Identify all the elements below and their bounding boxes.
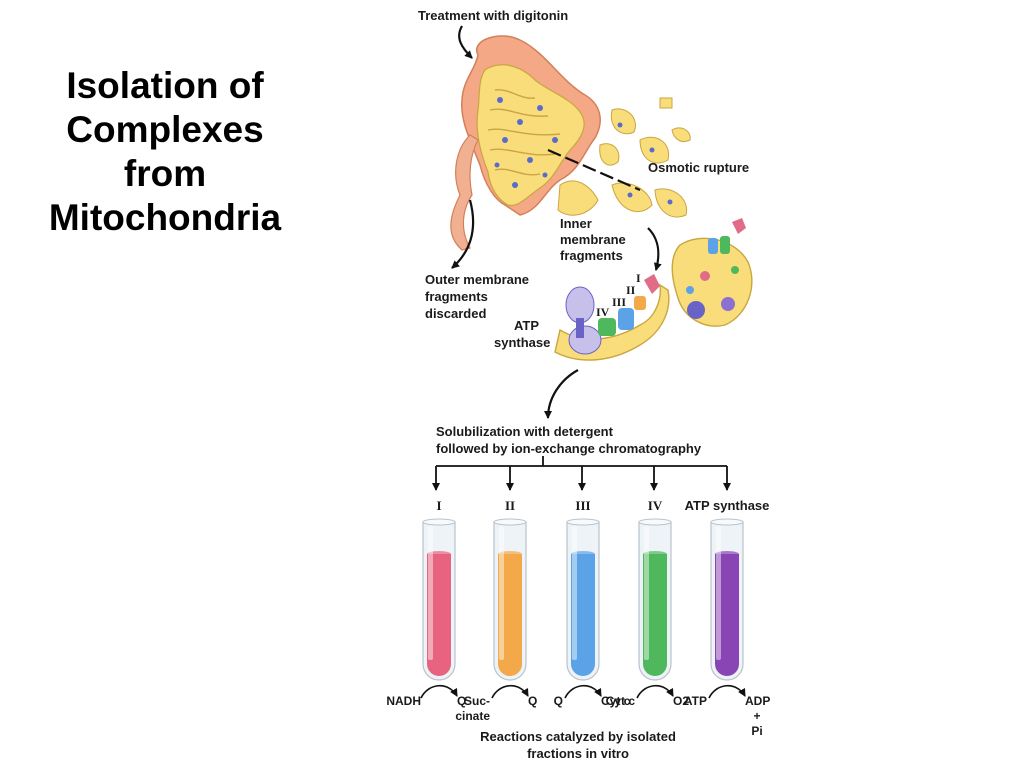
arrow-osmotic	[547, 148, 641, 192]
reaction-product: O2	[673, 694, 689, 708]
label-outer-3: discarded	[425, 306, 486, 321]
cristae-lines	[487, 89, 561, 176]
arrow-digitonin	[458, 25, 473, 59]
tube-highlight	[428, 526, 433, 660]
caption-2: fractions in vitro	[527, 746, 629, 761]
label-complex-ii: II	[626, 283, 636, 297]
label-osmotic-rupture: Osmotic rupture	[648, 160, 749, 175]
reaction-product-pi: Pi	[751, 724, 762, 738]
tube-label: III	[575, 498, 590, 513]
tube-1: I NADH Q	[386, 498, 466, 708]
liquid-meniscus	[571, 551, 595, 557]
reaction-substrate: ATP	[684, 694, 707, 708]
tube-label: IV	[648, 498, 663, 513]
label-atp-2: synthase	[494, 335, 550, 350]
reaction-product: ADP	[745, 694, 770, 708]
arrow-outer-membrane	[451, 199, 475, 269]
reaction-arrow	[491, 684, 529, 699]
tube-rim	[422, 518, 456, 526]
tube-liquid	[498, 554, 522, 676]
label-outer-2: fragments	[425, 289, 488, 304]
reaction-substrate: Suc-	[464, 694, 490, 708]
reaction-product: Q	[528, 694, 537, 708]
reaction-arrow	[636, 684, 674, 699]
title-line-4: Mitochondria	[48, 197, 282, 238]
title-line-2: Complexes	[66, 109, 264, 150]
tube-highlight	[572, 526, 577, 660]
reaction-product: Cyt c	[601, 694, 631, 708]
tube-label: ATP synthase	[685, 498, 770, 513]
reaction-substrate: Cyt c	[606, 694, 636, 708]
tube-4: IV Cyt c O2	[606, 498, 690, 708]
label-inner-3: fragments	[560, 248, 623, 263]
tube-rim	[493, 518, 527, 526]
label-atp-1: ATP	[514, 318, 539, 333]
tube-rim	[638, 518, 672, 526]
reaction-arrow	[564, 684, 602, 699]
tube-liquid	[715, 554, 739, 676]
label-outer-1: Outer membrane	[425, 272, 529, 287]
outer-membrane-fold	[450, 134, 479, 251]
title-line-1: Isolation of	[66, 65, 264, 106]
tube-rim	[566, 518, 600, 526]
label-solub-2: followed by ion-exchange chromatography	[436, 441, 702, 456]
tube-liquid	[643, 554, 667, 676]
protein-dots	[494, 97, 558, 188]
label-complex-iii: III	[612, 295, 626, 309]
arrow-inner-fragments	[647, 227, 662, 271]
liquid-meniscus	[498, 551, 522, 557]
title-line-3: from	[123, 153, 207, 194]
tube-highlight	[644, 526, 649, 660]
label-inner-1: Inner	[560, 216, 592, 231]
tube-liquid	[571, 554, 595, 676]
reaction-arrow	[420, 684, 458, 699]
reaction-arrow	[708, 684, 746, 699]
distribution-arrows	[432, 456, 731, 491]
tube-3: III Q Cyt c	[554, 498, 631, 708]
inner-membrane-vesicle	[671, 218, 753, 327]
tube-highlight	[716, 526, 721, 660]
arrow-solubilization	[544, 369, 579, 419]
slide-title: Isolation of Complexes from Mitochondria	[20, 64, 310, 240]
tube-liquid	[427, 554, 451, 676]
caption-1: Reactions catalyzed by isolated	[480, 729, 676, 744]
tube-label: II	[505, 498, 515, 513]
liquid-meniscus	[643, 551, 667, 557]
tube-label: I	[436, 498, 441, 513]
liquid-meniscus	[715, 551, 739, 557]
label-complex-iv: IV	[596, 305, 610, 319]
mitochondrion-illustration	[450, 35, 753, 361]
reaction-substrate-line2: cinate	[455, 709, 490, 723]
tube-highlight	[499, 526, 504, 660]
liquid-meniscus	[427, 551, 451, 557]
inner-membrane-fragment	[554, 274, 670, 361]
ruptured-fragments	[557, 97, 691, 218]
label-complex-i: I	[636, 271, 641, 285]
tube-rim	[710, 518, 744, 526]
reaction-substrate: Q	[554, 694, 563, 708]
reaction-product: Q	[457, 694, 466, 708]
reaction-product-plus: +	[753, 709, 760, 723]
label-digitonin: Treatment with digitonin	[418, 8, 568, 23]
inner-membrane-cristae	[476, 64, 585, 207]
reaction-substrate: NADH	[386, 694, 421, 708]
label-solub-1: Solubilization with detergent	[436, 424, 614, 439]
label-inner-2: membrane	[560, 232, 626, 247]
